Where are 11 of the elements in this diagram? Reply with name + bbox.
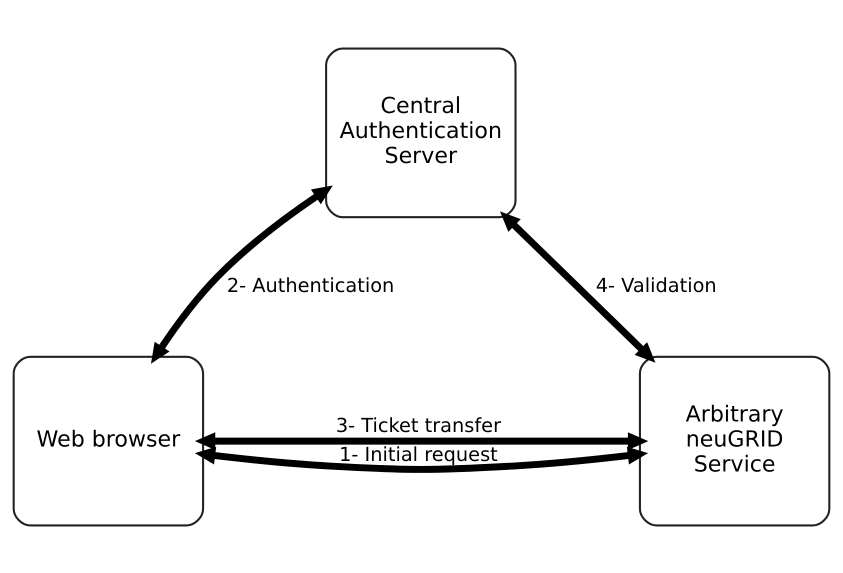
edge-label: 2- Authentication [226,274,394,297]
node-box: Web browser [12,355,204,526]
node-box: Arbitrary neuGRID Service [638,355,830,526]
arrow [500,210,656,362]
edge-label: 1- Initial request [339,442,498,466]
arrow [194,432,648,450]
arrow [150,185,333,364]
arrow [194,446,648,472]
edge-label: 4- Validation [596,274,717,297]
node-box: Central Authentication Server [325,47,517,218]
edge-label: 3- Ticket transfer [336,413,502,436]
